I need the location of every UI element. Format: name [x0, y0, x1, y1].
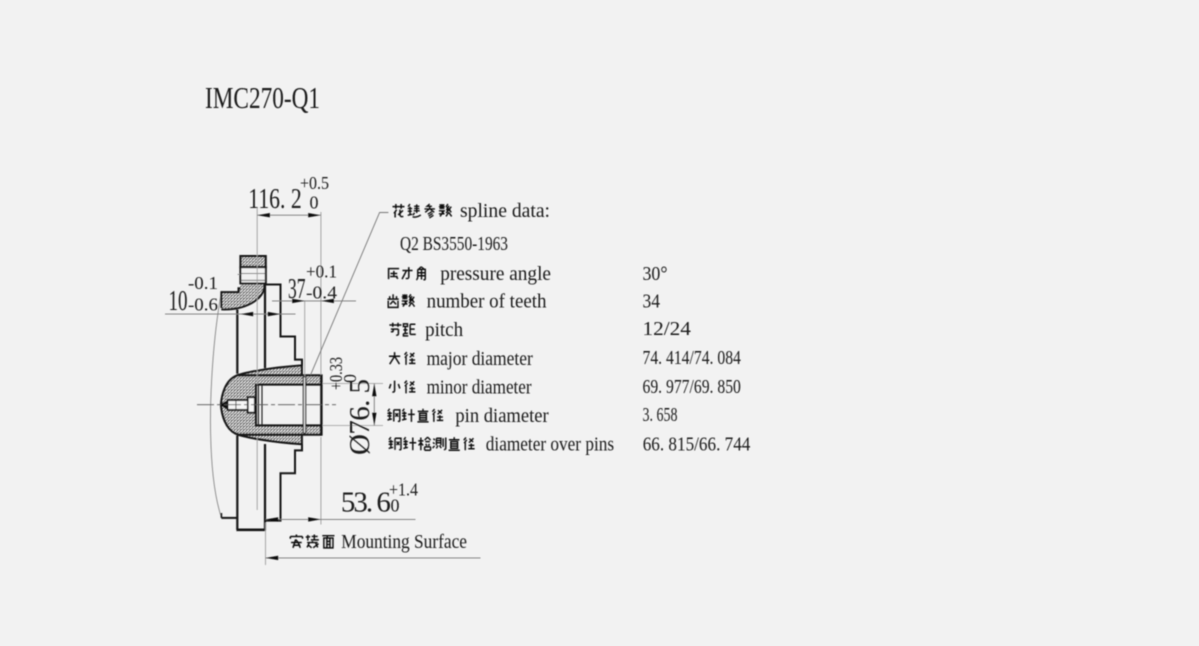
- svg-text:number of teeth: number of teeth: [427, 291, 547, 313]
- svg-text:3. 658: 3. 658: [643, 404, 678, 426]
- svg-text:30°: 30°: [643, 263, 668, 285]
- svg-text:74. 414/74. 084: 74. 414/74. 084: [643, 347, 741, 369]
- svg-text:0: 0: [391, 496, 400, 516]
- svg-text:spline data:: spline data:: [460, 200, 550, 222]
- svg-text:Ø76. 5: Ø76. 5: [344, 379, 376, 455]
- svg-text:116. 2: 116. 2: [248, 183, 301, 215]
- svg-text:-0.1: -0.1: [188, 273, 218, 293]
- svg-text:pressure angle: pressure angle: [440, 263, 551, 285]
- svg-text:-0.4: -0.4: [306, 283, 337, 303]
- svg-text:66. 815/66. 744: 66. 815/66. 744: [643, 434, 751, 456]
- svg-text:+0.1: +0.1: [306, 262, 337, 282]
- svg-text:0: 0: [340, 374, 360, 383]
- svg-text:diameter over pins: diameter over pins: [486, 434, 614, 456]
- svg-text:69. 977/69. 850: 69. 977/69. 850: [643, 376, 741, 398]
- svg-text:+0.5: +0.5: [300, 173, 329, 193]
- svg-text:10: 10: [169, 285, 188, 317]
- svg-text:pitch: pitch: [425, 319, 463, 341]
- svg-text:minor diameter: minor diameter: [427, 377, 532, 399]
- svg-text:IMC270-Q1: IMC270-Q1: [205, 80, 320, 115]
- svg-text:34: 34: [643, 291, 661, 313]
- svg-text:Mounting Surface: Mounting Surface: [341, 531, 467, 553]
- svg-text:53. 6: 53. 6: [341, 487, 391, 519]
- svg-text:+0.33: +0.33: [326, 357, 346, 390]
- svg-text:major diameter: major diameter: [427, 348, 533, 370]
- svg-text:37: 37: [288, 273, 306, 305]
- svg-text:-0.6: -0.6: [188, 295, 218, 315]
- svg-text:0: 0: [310, 193, 319, 213]
- svg-text:+1.4: +1.4: [389, 480, 418, 500]
- svg-text:pin diameter: pin diameter: [455, 405, 549, 427]
- svg-text:Q2 BS3550-1963: Q2 BS3550-1963: [400, 233, 508, 255]
- svg-text:12/24: 12/24: [643, 318, 691, 340]
